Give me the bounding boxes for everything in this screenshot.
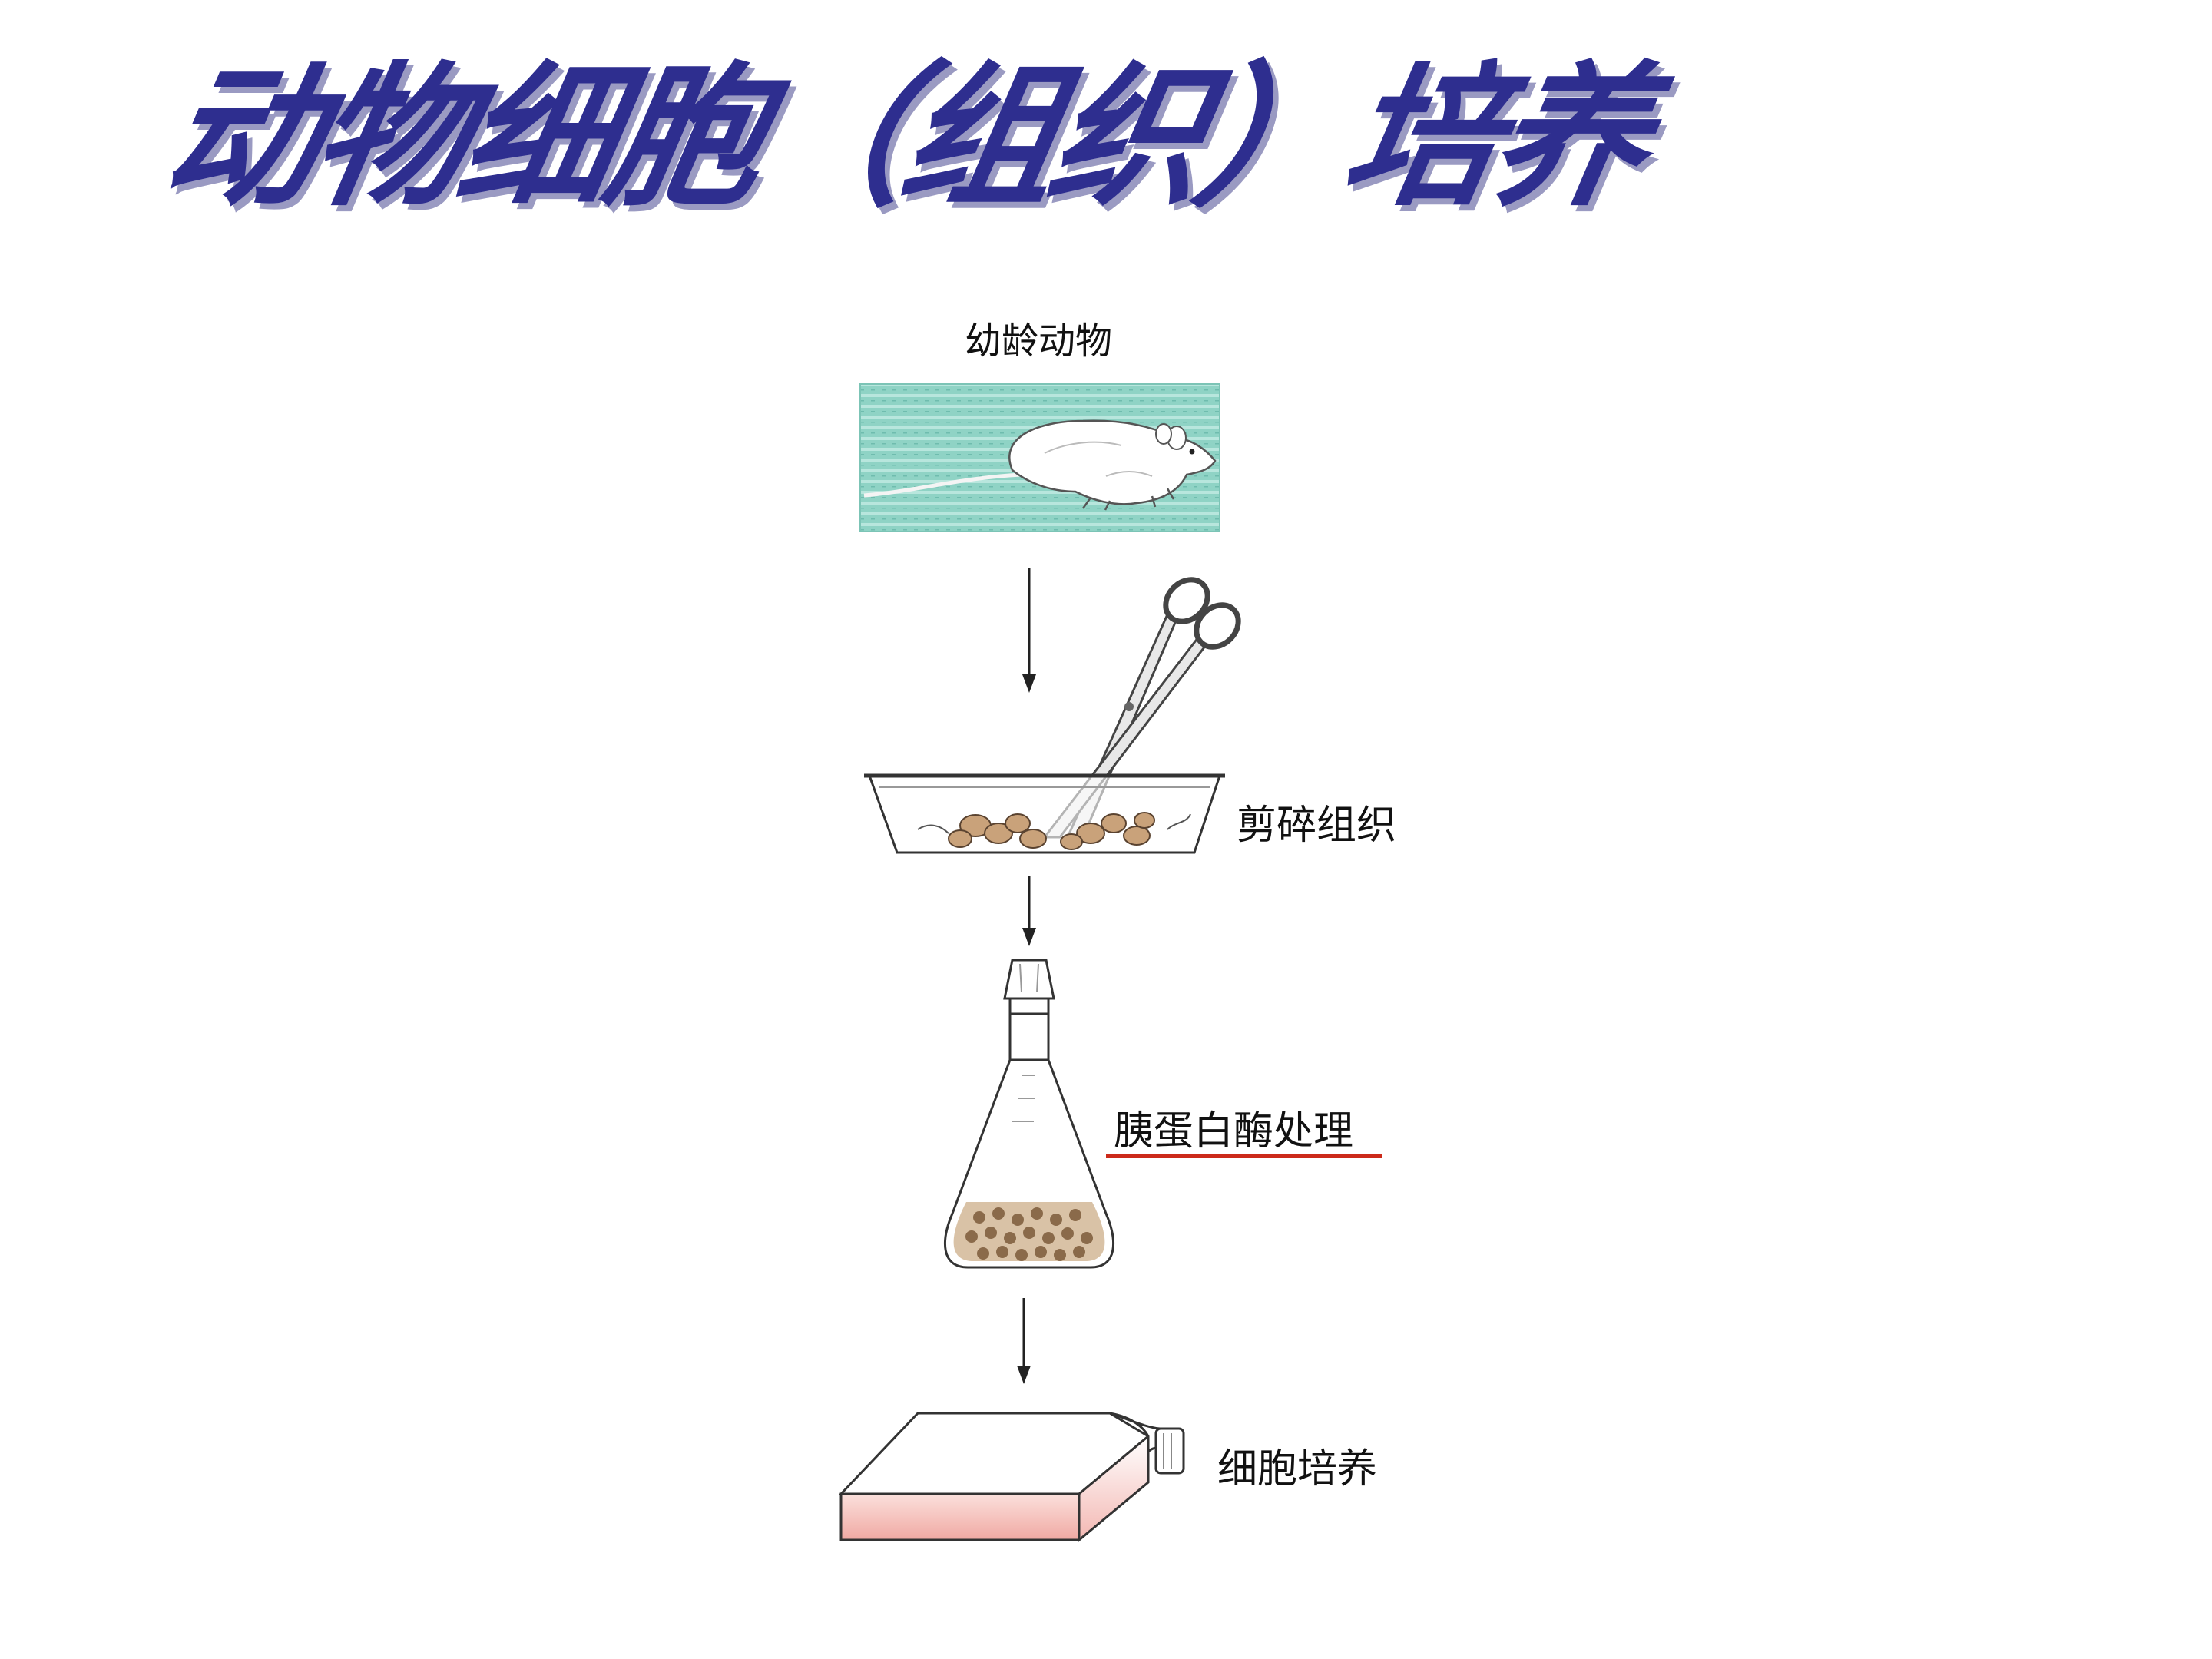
mouse-ear-back bbox=[1155, 423, 1172, 445]
flask-neck bbox=[1008, 997, 1050, 1061]
culture-bottle-front bbox=[839, 1492, 1081, 1541]
step-label-young-animal: 幼龄动物 bbox=[965, 320, 1112, 363]
tissue-fragments bbox=[948, 812, 1155, 850]
mouse-legs bbox=[1081, 488, 1175, 511]
step-label-cell-culture: 细胞培养 bbox=[1217, 1446, 1377, 1492]
culture-bottle-cap bbox=[1154, 1427, 1185, 1475]
step-label-trypsin-treatment: 胰蛋白酶处理 bbox=[1114, 1108, 1353, 1154]
flow-arrow-2 bbox=[1022, 876, 1036, 946]
flask-stopper bbox=[1003, 959, 1055, 1000]
flow-arrow-3 bbox=[1017, 1298, 1031, 1384]
flow-arrow-1 bbox=[1022, 568, 1036, 693]
scissors-handle-2 bbox=[1194, 602, 1241, 650]
mouse-eye bbox=[1189, 449, 1195, 455]
scissors-dish-icon bbox=[864, 577, 1241, 854]
mouse-icon bbox=[859, 383, 1220, 532]
culture-bottle-icon bbox=[838, 1412, 1185, 1543]
step-label-minced-tissue: 剪碎组织 bbox=[1237, 803, 1396, 849]
flask-icon bbox=[944, 959, 1114, 1269]
culture-bottle-side bbox=[1078, 1433, 1150, 1543]
mouse-tail bbox=[863, 472, 1022, 498]
scissors-handle bbox=[1163, 577, 1210, 624]
